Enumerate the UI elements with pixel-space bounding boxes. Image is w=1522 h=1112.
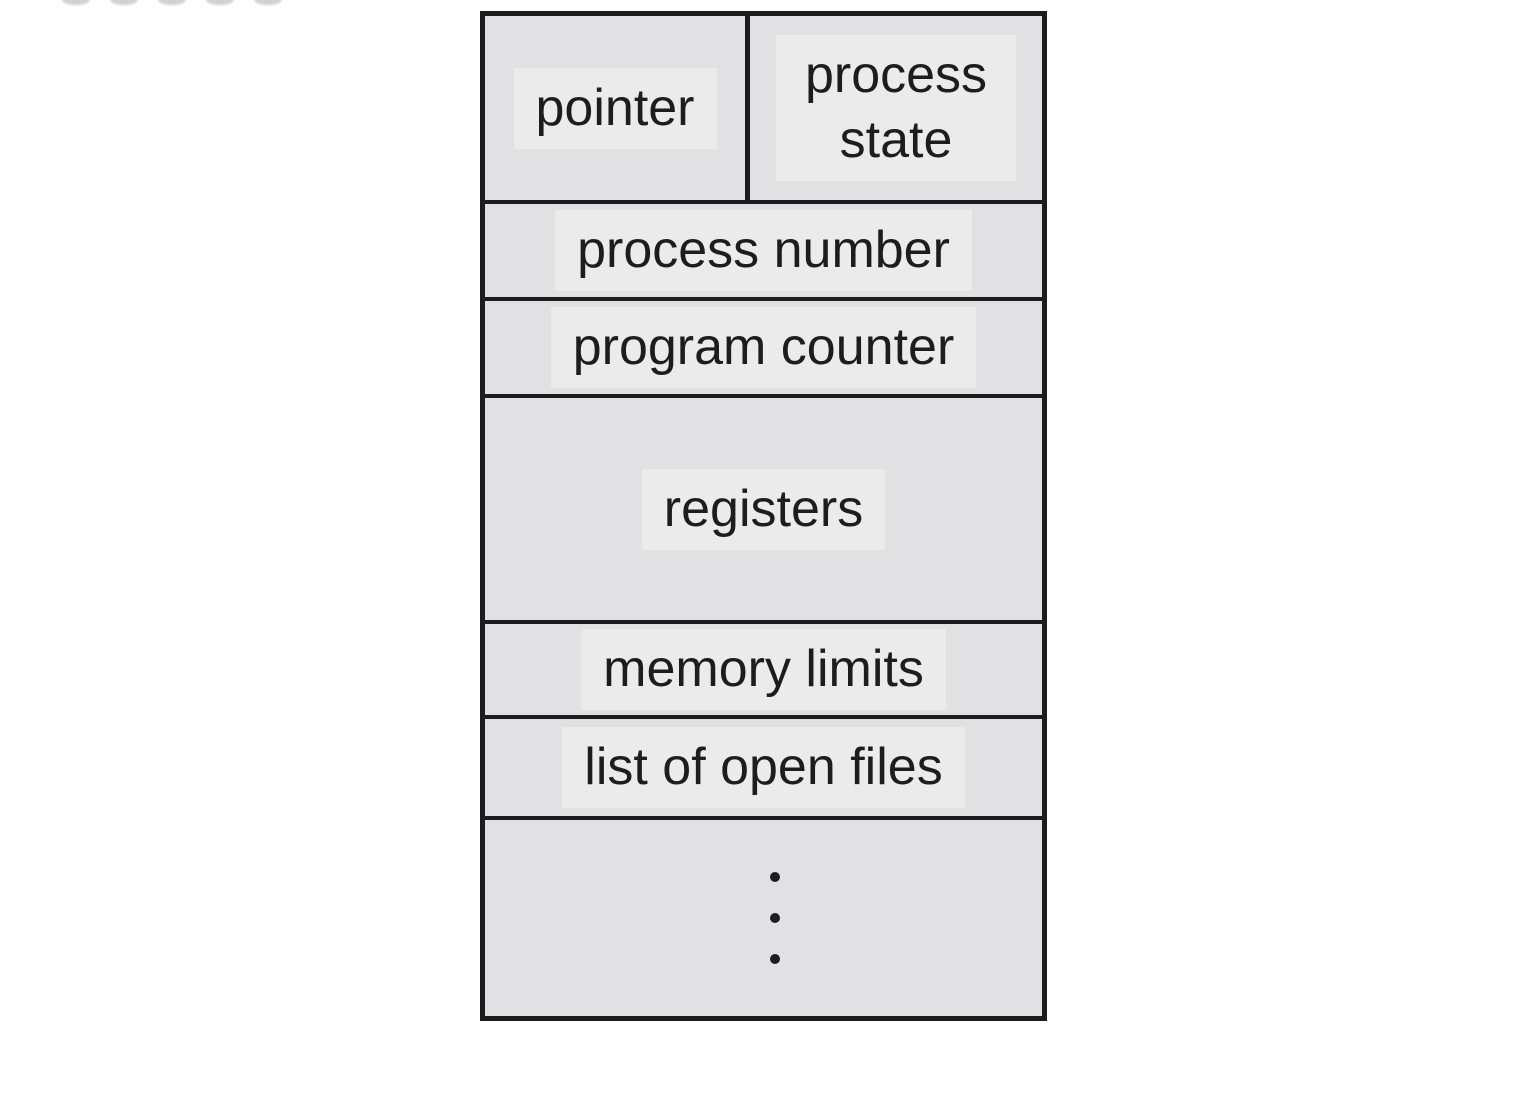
top-edge-mark xyxy=(254,0,282,5)
registers-label: registers xyxy=(641,468,886,550)
top-edge-mark xyxy=(110,0,138,5)
row-process-number: process number xyxy=(485,200,1042,297)
top-edge-mark xyxy=(206,0,234,5)
row-program-counter: program counter xyxy=(485,297,1042,394)
ellipsis-dot xyxy=(769,872,780,882)
top-edge-mark xyxy=(62,0,90,5)
vertical-ellipsis xyxy=(769,872,780,964)
process-number-label: process number xyxy=(555,210,972,291)
top-edge-mark xyxy=(158,0,186,5)
row-registers: registers xyxy=(485,394,1042,620)
memory-limits-label: memory limits xyxy=(581,629,946,710)
row-pointer-state: pointer process state xyxy=(485,16,1042,200)
process-state-label: process state xyxy=(776,35,1016,181)
ellipsis-dot xyxy=(769,913,780,923)
pointer-label: pointer xyxy=(513,67,717,149)
list-of-open-files-label: list of open files xyxy=(562,727,965,808)
program-counter-label: program counter xyxy=(550,307,977,388)
row-ellipsis xyxy=(485,816,1042,1016)
row-list-of-open-files: list of open files xyxy=(485,715,1042,816)
ellipsis-dot xyxy=(769,954,780,964)
process-state-cell: process state xyxy=(750,16,1042,200)
pcb-table: pointer process state process number pro… xyxy=(480,11,1047,1021)
pointer-cell: pointer xyxy=(485,16,750,200)
row-memory-limits: memory limits xyxy=(485,620,1042,715)
top-edge-crop-marks xyxy=(0,0,320,10)
